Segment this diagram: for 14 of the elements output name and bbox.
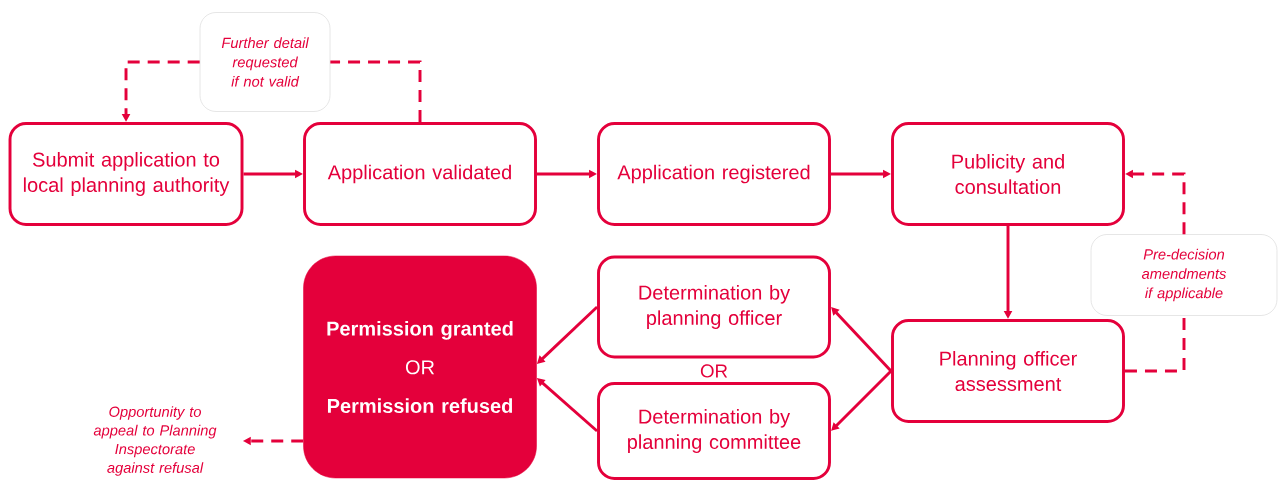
- process-box: Publicity and consultation: [891, 122, 1125, 226]
- process-box: Planning officer assessment: [891, 319, 1125, 423]
- process-box: Application validated: [303, 122, 537, 226]
- arrow: [831, 307, 893, 372]
- note-box: Further detail requested if not valid: [199, 12, 331, 112]
- process-box: Submit application to local planning authority: [8, 122, 244, 226]
- process-box: Determination by planning committee: [597, 382, 831, 480]
- annotation-text: Opportunity to appeal to Planning Inspectorate against refusal: [93, 406, 217, 476]
- arrow: [831, 369, 893, 431]
- note-box: Pre-decision amendments if applicable: [1090, 234, 1278, 316]
- process-box: Application registered: [597, 122, 831, 226]
- or-label: OR: [700, 364, 728, 378]
- outcome-box: Permission granted OR Permission refused: [303, 255, 537, 479]
- process-box: Determination by planning officer: [597, 255, 831, 359]
